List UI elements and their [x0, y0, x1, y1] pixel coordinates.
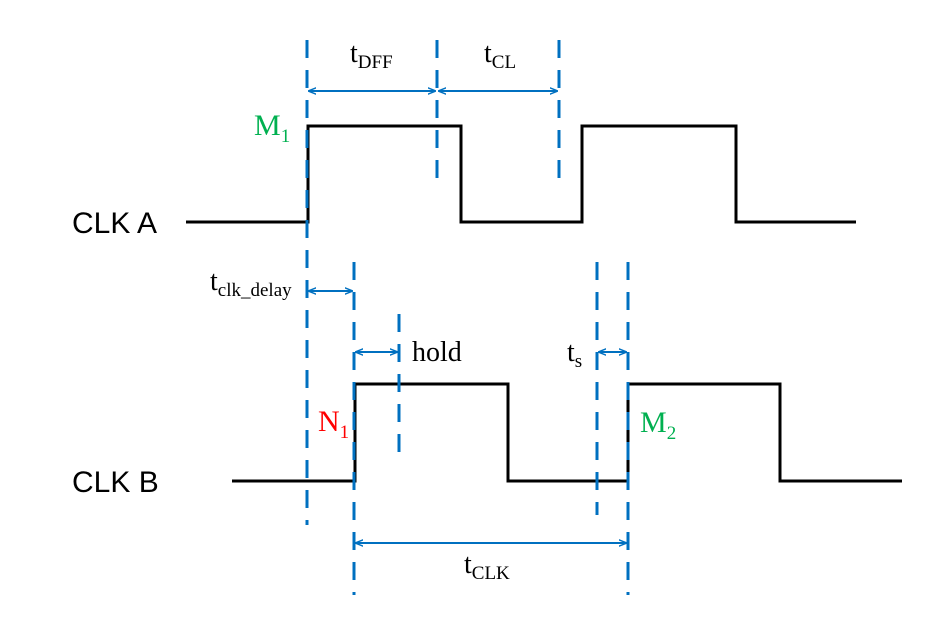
tcl-label: tCL — [484, 38, 516, 73]
ts-label: ts — [567, 337, 582, 372]
tdff-label: tDFF — [350, 38, 393, 73]
m1-label: M1 — [254, 109, 290, 147]
tclk-label: tCLK — [464, 549, 510, 584]
m2-label: M2 — [640, 406, 676, 444]
n1-label: N1 — [318, 405, 349, 443]
hold-label: hold — [412, 337, 462, 368]
dashed-markers — [305, 40, 630, 595]
clk-a-label: CLK A — [72, 207, 157, 240]
tclk-delay-label: tclk_delay — [210, 266, 292, 301]
clk-b-waveform — [232, 382, 902, 483]
clk-b-label: CLK B — [72, 466, 159, 499]
